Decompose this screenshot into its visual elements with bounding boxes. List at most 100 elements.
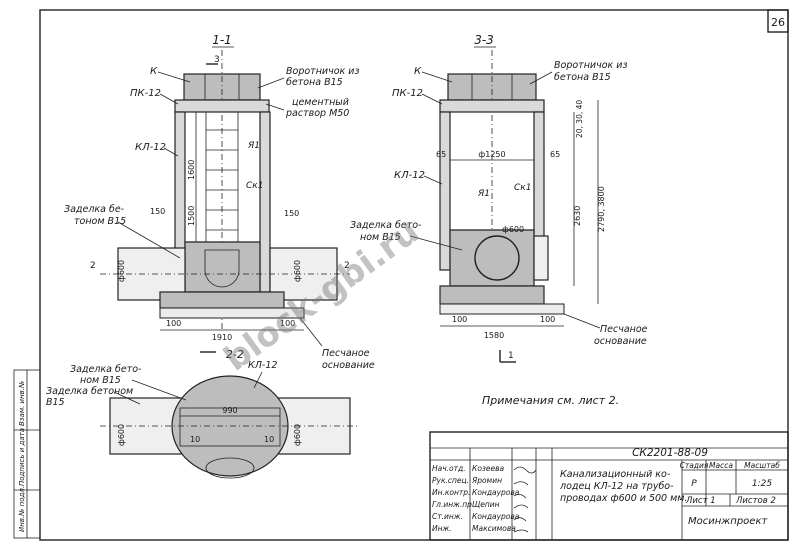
header-mass: Масса	[709, 461, 733, 470]
plan-seal-top-1: Заделка бето-	[70, 364, 142, 375]
sheets-label: Листов 2	[735, 496, 776, 506]
sign-name-4: Кондаурова	[472, 512, 520, 521]
sand-label-33-2: основание	[594, 336, 647, 347]
header-stage: Стадия	[680, 461, 709, 470]
slab-pk12	[174, 99, 270, 113]
cut-1-label: 1	[508, 351, 514, 361]
drawing-code: СК2201-88-09	[632, 447, 708, 459]
dim-1910: 1910	[212, 333, 232, 342]
dim-pipe-600-r: ф600	[293, 260, 302, 282]
dim-990: 990	[222, 406, 237, 415]
seal-label-33-1: Заделка бето-	[350, 220, 422, 231]
dim-pipe-600-33: ф600	[502, 225, 524, 234]
title-line-3: проводах ф600 и 500 мм.	[560, 493, 687, 504]
sign-name-0: Козеева	[472, 464, 505, 473]
cut-3-label: 3	[214, 55, 220, 65]
dim-100-left-33: 100	[452, 315, 467, 324]
cut-2-right: 2	[344, 261, 350, 271]
label-ck1-33: Ск1	[514, 183, 531, 193]
section-1-1: 1-1 3	[64, 33, 375, 371]
dim-plan-600-right: ф600	[293, 424, 302, 446]
dim-100-right-33: 100	[540, 315, 555, 324]
mortar-label-1: цементный	[292, 97, 349, 108]
sign-name-1: Яромин	[471, 476, 502, 485]
dim-2630: 2630	[573, 206, 582, 226]
plan-seal-left-2: В15	[46, 397, 65, 408]
notes-text: Примечания см. лист 2.	[482, 394, 619, 407]
dim-65-right: 65	[550, 150, 560, 159]
header-scale: Масштаб	[744, 461, 780, 470]
signature-marks	[513, 466, 537, 533]
sign-name-5: Максимова	[472, 524, 516, 533]
dim-65-left: 65	[436, 150, 446, 159]
dim-100-right: 100	[280, 319, 295, 328]
section-2-2-title: 2-2	[226, 348, 244, 361]
label-kl12-33: КЛ-12	[394, 170, 425, 181]
plan-seal-left-1: Заделка бетоном	[46, 386, 133, 397]
sign-role-1: Рук.спец.	[432, 476, 469, 485]
neck-label-33-2: бетона В15	[554, 72, 611, 83]
sand-label-2: основание	[322, 360, 375, 371]
pipe-stub-33	[533, 235, 549, 281]
seal-label-33-2: ном В15	[360, 232, 401, 243]
slab-pk12-33	[439, 99, 545, 113]
dim-1250: ф1250	[478, 150, 505, 159]
label-r1-33: Я1	[477, 189, 490, 199]
sign-role-3: Гл.инж.пр.	[432, 500, 474, 509]
title-line-1: Канализационный ко-	[560, 469, 671, 480]
tray-33	[449, 229, 535, 287]
dim-10-left: 10	[190, 435, 200, 444]
label-ck1: Ск1	[246, 181, 263, 191]
stage-value: Р	[691, 479, 697, 489]
sand-base-33	[439, 303, 565, 315]
label-r1: Я1	[247, 141, 260, 151]
section-3-3: 3-3 К ПК-12 КЛ-12 Воротничок из бетона В…	[350, 33, 648, 363]
sand-label-33-1: Песчаное	[600, 324, 648, 335]
tray-concrete	[184, 241, 261, 293]
label-pk12-33: ПК-12	[392, 88, 423, 99]
plan-kl12: КЛ-12	[248, 360, 277, 371]
wall-right	[259, 111, 271, 293]
sand-base	[159, 307, 305, 319]
sheet-number: 26	[771, 16, 785, 29]
dim-150-right: 150	[284, 209, 299, 218]
sheet-frame	[39, 9, 789, 541]
dim-100-left: 100	[166, 319, 181, 328]
label-k-33: К	[414, 66, 422, 77]
dim-2790-3800: 2790, 3800	[597, 186, 606, 232]
margin-stamp: Инв.№ подл. Подпись и дата Взам. инв.№	[13, 369, 41, 539]
organization: Мосинжпроект	[688, 516, 768, 527]
neck-label-2: бетона В15	[286, 77, 343, 88]
stamp-replace-inv: Взам. инв.№	[18, 381, 26, 426]
sand-label-1: Песчаное	[322, 348, 370, 359]
title-block: СК2201-88-09 Канализационный ко- лодец К…	[429, 431, 789, 541]
sign-role-5: Инж.	[432, 524, 452, 533]
dim-1500: 1500	[187, 206, 196, 226]
dim-1580: 1580	[484, 331, 504, 340]
signature-rows: Нач.отд. Козеева Рук.спец. Яромин Ин.кон…	[432, 464, 537, 533]
neck-label-1: Воротничок из	[286, 66, 360, 77]
label-kl12: КЛ-12	[135, 142, 166, 153]
dim-20-30-40: 20, 30, 40	[575, 100, 584, 138]
pipe-circle-33	[474, 235, 520, 281]
stamp-inv-no: Инв.№ подл.	[18, 486, 26, 532]
label-k: К	[150, 66, 158, 77]
sign-role-4: Ст.инж.	[432, 512, 463, 521]
seal-label-2: тоном В15	[74, 216, 126, 227]
sign-role-0: Нач.отд.	[432, 464, 466, 473]
cut-2-left: 2	[90, 261, 96, 271]
title-line-2: лодец КЛ-12 на трубо-	[559, 481, 674, 492]
scale-value: 1:25	[752, 479, 772, 489]
stamp-signature-date: Подпись и дата	[18, 428, 26, 486]
base-slab-33	[439, 285, 545, 305]
base-slab	[159, 291, 285, 309]
sheet-number-box	[767, 9, 789, 33]
section-2-2: 2-2 КЛ-12 Заделка бето- ном В15 Заделка …	[46, 348, 360, 479]
dim-pipe-600: ф600	[117, 260, 126, 282]
dim-150-left: 150	[150, 207, 165, 216]
label-pk12: ПК-12	[130, 88, 161, 99]
section-1-1-title: 1-1	[212, 33, 232, 47]
wall-left-33	[439, 111, 451, 271]
dim-plan-600-left: ф600	[117, 424, 126, 446]
